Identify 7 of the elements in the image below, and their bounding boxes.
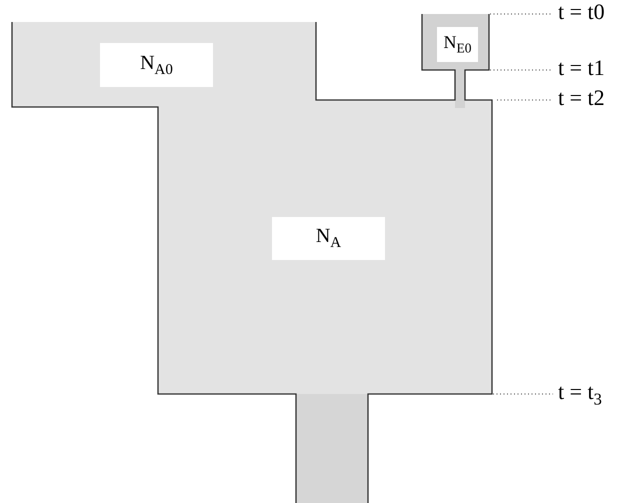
label-box: N$_{A}$ [272, 217, 385, 260]
label-box: N$_{E0}$ [437, 27, 478, 62]
time-label: t = t$_{3}$ [558, 381, 602, 408]
label-box: N$_{A0}$ [100, 43, 213, 87]
time-label: t = t0 [558, 1, 605, 23]
time-label: t = t1 [558, 57, 605, 79]
time-label: t = t2 [558, 87, 605, 109]
